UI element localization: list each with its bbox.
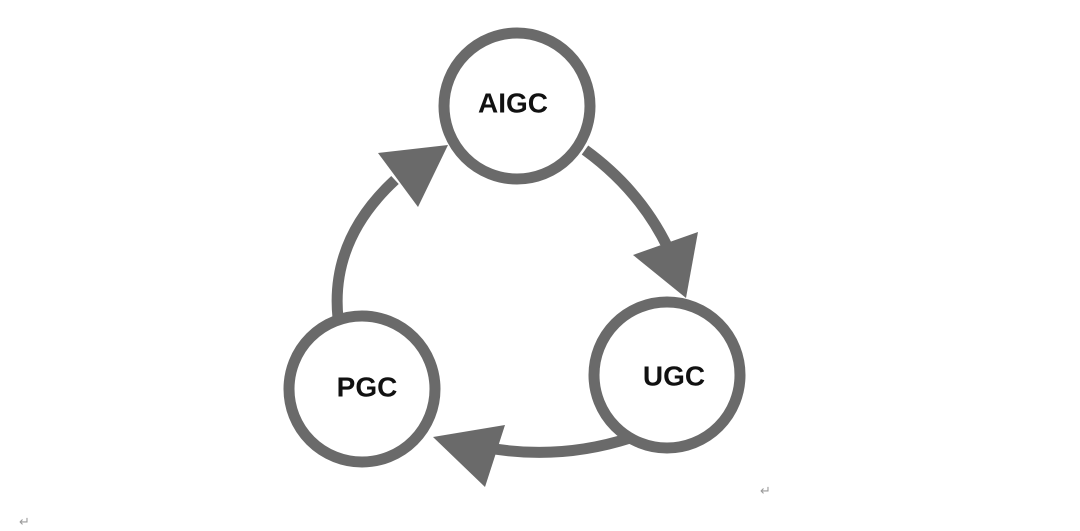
node-pgc-label: PGC [337, 372, 398, 403]
arc-ugc-to-pgc [476, 432, 632, 458]
node-ugc-label: UGC [643, 361, 705, 392]
arc-aigc-to-ugc [581, 145, 673, 251]
node-pgc: PGC [283, 310, 441, 468]
node-ugc-ring [588, 296, 746, 454]
paragraph-mark-icon: ↵ [760, 484, 771, 499]
node-pgc-ring [283, 310, 441, 468]
arrow-head-to-ugc [633, 232, 698, 298]
node-aigc: AIGC [438, 27, 596, 185]
paragraph-mark-icon: ↵ [19, 515, 30, 530]
node-aigc-ring [438, 27, 596, 185]
node-ugc: UGC [588, 296, 746, 454]
node-aigc-label: AIGC [478, 88, 548, 119]
arrow-head-to-aigc [378, 145, 448, 207]
arrow-head-to-pgc [433, 425, 505, 487]
arc-pgc-to-aigc [331, 175, 399, 319]
